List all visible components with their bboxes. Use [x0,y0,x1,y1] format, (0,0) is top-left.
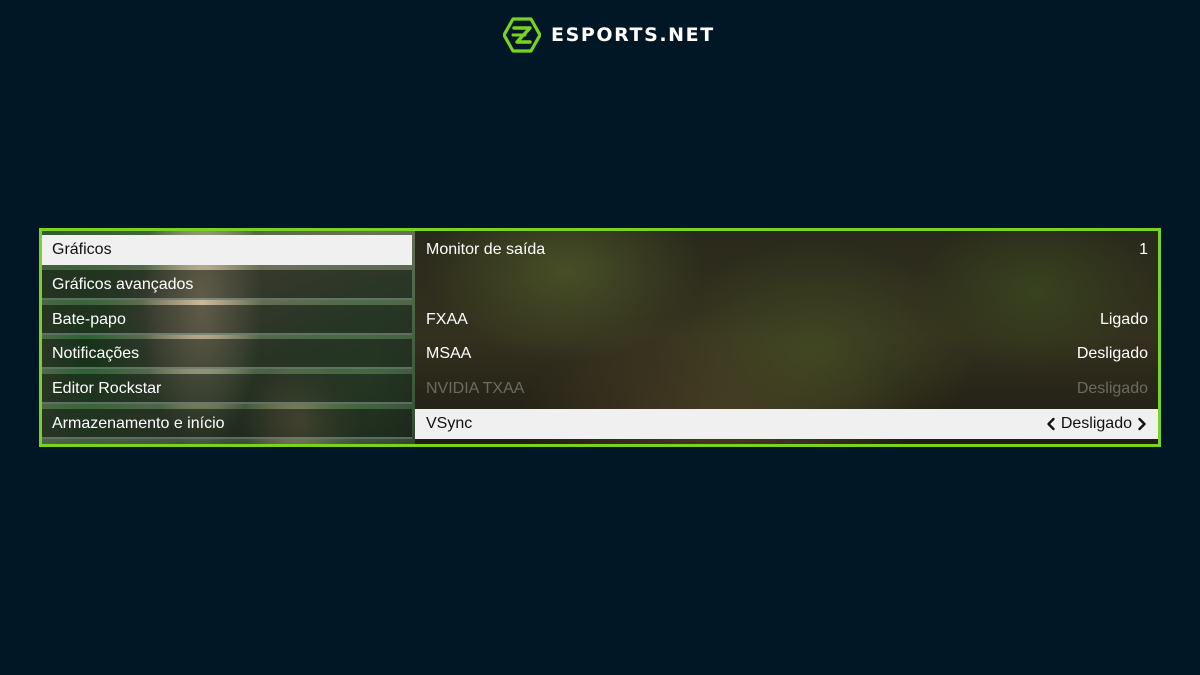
menu-item-notificacoes[interactable]: Notificações [42,339,412,370]
option-label: MSAA [426,345,472,363]
option-row-vsync[interactable]: VSync Desligado [415,408,1158,439]
logo-text: ESPORTS.NET [551,24,715,46]
chevron-right-icon[interactable] [1136,417,1148,431]
option-row-msaa[interactable]: MSAA Desligado [415,339,1158,369]
menu-item-graficos-avancados[interactable]: Gráficos avançados [42,269,412,300]
menu-item-label: Notificações [52,345,140,363]
settings-category-menu: Gráficos Gráficos avançados Bate-papo No… [42,235,412,444]
option-label: FXAA [426,310,468,328]
menu-background-artwork [42,231,415,444]
option-value-text: Desligado [1076,380,1148,398]
option-label: Monitor de saída [426,241,546,258]
option-value: Desligado [1077,339,1148,369]
option-value-selector: Desligado [1045,409,1148,439]
menu-item-label: Armazenamento e início [52,414,225,432]
esports-net-logo-icon [503,17,541,53]
option-row-nvidia-txaa: NVIDIA TXAA Desligado [415,374,1158,404]
esports-net-logo[interactable]: ESPORTS.NET [503,17,715,53]
graphics-options-list: Monitor de saída 1 FXAA Ligado MSAA Desl… [415,235,1158,444]
option-value-text: Desligado [1060,414,1132,432]
menu-item-armazenamento-e-inicio[interactable]: Armazenamento e início [42,408,412,439]
option-value: Desligado [1077,374,1148,404]
option-value-text: Desligado [1076,345,1148,363]
menu-item-label: Gráficos [52,241,112,258]
option-row-empty [415,270,1158,300]
menu-item-editor-rockstar[interactable]: Editor Rockstar [42,374,412,405]
menu-item-bate-papo[interactable]: Bate-papo [42,304,412,335]
option-row-monitor-de-saida[interactable]: Monitor de saída 1 [415,235,1158,265]
menu-item-graficos[interactable]: Gráficos [42,235,412,265]
option-value: Ligado [1100,305,1148,335]
option-value-text: 1 [1139,241,1148,258]
option-value-text: Ligado [1099,310,1148,328]
option-row-fxaa[interactable]: FXAA Ligado [415,305,1158,335]
menu-item-label: Gráficos avançados [52,275,194,293]
option-label: NVIDIA TXAA [426,380,525,398]
menu-item-label: Bate-papo [52,310,126,328]
chevron-left-icon[interactable] [1045,417,1057,431]
option-value: 1 [1139,235,1148,265]
options-background-artwork [415,231,1158,444]
option-label: VSync [426,414,473,432]
settings-panel: Gráficos Gráficos avançados Bate-papo No… [39,228,1161,447]
menu-item-label: Editor Rockstar [52,380,162,398]
